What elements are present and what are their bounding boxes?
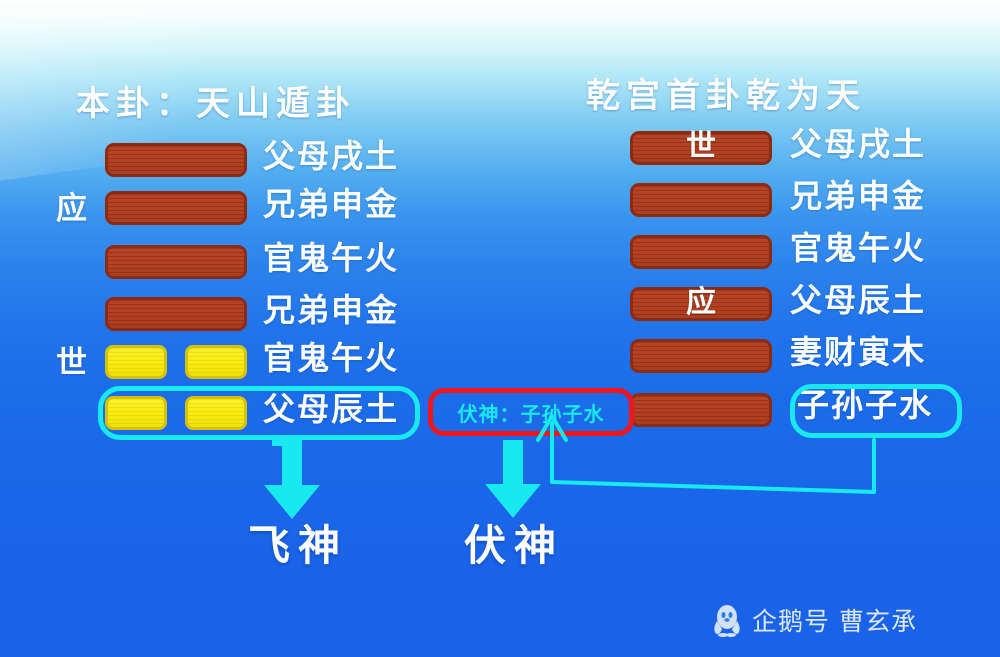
hexagram-bar [105,396,247,430]
left-panel-title: 本卦：天山遁卦 [76,84,356,124]
hexagram-bar [630,235,772,269]
hexagram-bar [105,143,247,177]
flying-spirit-arrow [264,440,320,519]
hexagram-bar [105,245,247,279]
flying-spirit-label: 飞神 [248,521,349,570]
line-label: 父母辰土 [790,281,927,319]
hexagram-bar [105,191,247,225]
yin-bar-left-half [105,396,167,430]
yang-bar [105,297,247,331]
line-label: 父母戌土 [790,125,927,163]
yin-bar-right-half [185,345,247,379]
line-label: 兄弟申金 [263,185,400,223]
penguin-icon [714,605,740,637]
line-label: 子孙子水 [797,386,934,424]
yin-bar-right-half [185,396,247,430]
line-label: 官鬼午火 [263,339,400,377]
right-panel-title: 乾宫首卦乾为天 [586,76,866,116]
hexagram-bar [630,393,772,427]
yang-bar [630,287,772,321]
hidden-spirit-callout: 伏神：子孙子水 [428,388,634,436]
line-label: 官鬼午火 [263,239,400,277]
line-label: 父母辰土 [263,390,400,428]
line-label: 妻财寅木 [790,333,927,371]
side-marker: 应 [56,191,87,227]
hidden-spirit-label: 伏神 [464,521,565,570]
hexagram-bar [105,345,247,379]
yang-bar [105,191,247,225]
watermark: 企鹅号 曹玄承 [712,602,917,638]
line-label: 兄弟申金 [263,291,400,329]
hexagram-bar [105,297,247,331]
side-marker: 世 [56,345,87,381]
hidden-spirit-arrow [485,440,541,518]
hexagram-bar: 世 [630,129,772,165]
line-label: 父母戌土 [263,137,400,175]
hexagram-bar: 应 [630,285,772,321]
line-label: 兄弟申金 [790,177,927,215]
yin-bar-left-half [105,345,167,379]
watermark-text: 企鹅号 曹玄承 [752,607,917,636]
yang-bar [105,245,247,279]
line-label: 官鬼午火 [790,229,927,267]
yang-bar [105,143,247,177]
yang-bar [630,183,772,217]
hexagram-bar [630,183,772,217]
yang-bar [630,131,772,165]
yang-bar [630,339,772,373]
yang-bar [630,393,772,427]
hidden-spirit-callout-text: 伏神：子孙子水 [457,401,605,426]
hexagram-bar [630,339,772,373]
yang-bar [630,235,772,269]
